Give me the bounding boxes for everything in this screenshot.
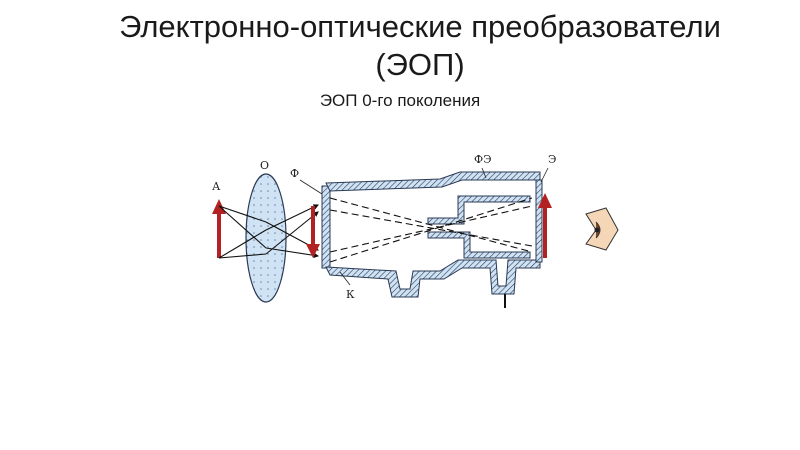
tube-housing [325,171,543,298]
slide-subtitle: ЭОП 0-го поколения [319,91,481,110]
photocathode [321,185,331,269]
label-photocathode: Ф [290,167,299,180]
light-rays [218,204,320,259]
eye-icon [585,207,619,251]
label-lens: О [260,159,269,172]
label-screen: Э [548,153,556,166]
label-focusing-electrode: ФЭ [474,153,492,166]
electron-paths [329,197,533,263]
image-arrow [306,206,320,258]
slide-title: Электронно-оптические преобразователи (Э… [0,8,800,84]
label-leaders [299,167,549,286]
label-object: А [212,180,221,193]
screen-image-arrow [538,193,552,258]
title-line-2: (ЭОП) [375,47,465,82]
focusing-electrode [427,195,531,259]
label-housing: К [346,288,355,301]
title-line-1: Электронно-оптические преобразователи [119,9,721,44]
